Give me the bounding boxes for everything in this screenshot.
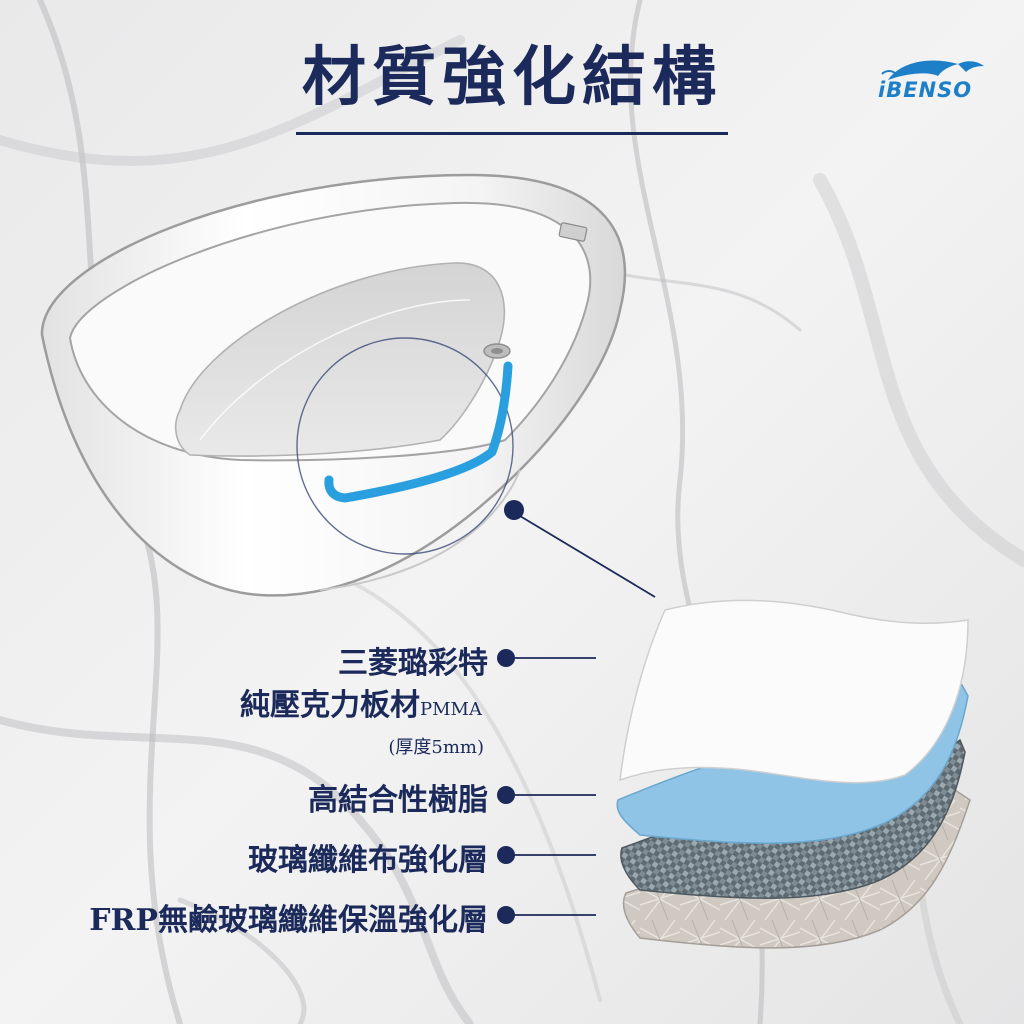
- layer-label-fiberglass-cloth: 玻璃纖維布強化層: [248, 843, 488, 878]
- material-layers: [616, 599, 971, 949]
- brand-logo-text: iBENSO: [878, 78, 973, 102]
- page-title: 材質強化結構: [302, 41, 722, 115]
- layer-label-pmma-line1: 三菱璐彩特: [338, 646, 488, 681]
- cross-section-highlight: [324, 361, 513, 503]
- layer-label-pmma-text: 純壓克力板材: [240, 688, 421, 723]
- layer-label-pmma-note: (厚度5mm): [388, 737, 484, 758]
- layer-label-resin: 高結合性樹脂: [308, 783, 488, 818]
- label-connectors: [497, 649, 596, 924]
- dolphin-icon: [881, 60, 984, 80]
- layer-label-pmma-line2: 純壓克力板材PMMA: [240, 680, 482, 724]
- layer-label-pmma-suffix: PMMA: [420, 699, 482, 720]
- layer-label-frp: FRP無鹼玻璃纖維保溫強化層: [89, 903, 488, 938]
- magnifier-circle: [296, 337, 514, 555]
- layer-pmma: [619, 599, 969, 784]
- title-rule: [296, 132, 728, 135]
- connector-dot: [504, 500, 524, 520]
- connector-line: [519, 515, 656, 598]
